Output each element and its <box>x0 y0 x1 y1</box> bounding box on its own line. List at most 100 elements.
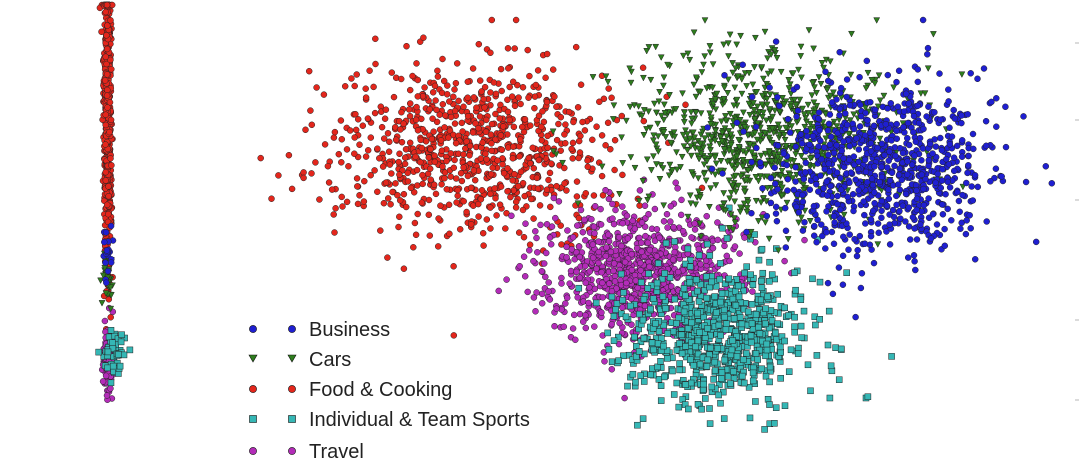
data-point-cars <box>738 76 746 83</box>
data-point-individual-team-sports <box>117 338 125 346</box>
data-point-business <box>926 140 934 148</box>
data-point-food-cooking <box>385 148 393 155</box>
data-point-food-cooking <box>506 116 513 124</box>
data-point-food-cooking <box>476 113 484 120</box>
series-business <box>100 222 117 286</box>
data-point-business <box>822 68 829 76</box>
data-point-business <box>830 240 838 248</box>
data-point-food-cooking <box>417 158 424 166</box>
data-point-individual-team-sports <box>678 331 685 339</box>
data-point-food-cooking <box>379 163 387 170</box>
data-point-food-cooking <box>469 129 477 136</box>
data-point-individual-team-sports <box>612 306 619 313</box>
data-point-food-cooking <box>414 182 421 189</box>
data-point-individual-team-sports <box>654 363 661 371</box>
data-point-individual-team-sports <box>634 421 641 429</box>
data-point-business <box>905 100 912 107</box>
data-point-business <box>867 98 874 106</box>
data-point-food-cooking <box>547 203 554 211</box>
data-point-individual-team-sports <box>762 372 770 380</box>
data-point-food-cooking <box>517 168 525 176</box>
data-point-cars <box>649 153 657 160</box>
data-point-food-cooking <box>547 160 555 167</box>
data-point-travel <box>532 228 539 235</box>
data-point-business <box>888 169 896 177</box>
data-point-travel <box>621 258 629 266</box>
data-point-cars <box>873 17 881 24</box>
data-point-food-cooking <box>487 89 494 96</box>
data-point-business <box>822 245 829 252</box>
data-point-business <box>850 125 858 133</box>
data-point-business <box>917 221 924 228</box>
data-point-food-cooking <box>447 173 454 180</box>
data-point-individual-team-sports <box>664 330 672 337</box>
data-point-business <box>931 109 938 116</box>
data-point-individual-team-sports <box>662 239 670 247</box>
data-point-business <box>852 176 859 183</box>
data-point-food-cooking <box>377 227 384 234</box>
data-point-cars <box>700 61 707 69</box>
data-point-travel <box>533 234 540 242</box>
data-point-food-cooking <box>331 128 339 136</box>
data-point-food-cooking <box>398 138 406 146</box>
data-point-food-cooking <box>101 77 109 84</box>
data-point-cars <box>798 74 805 82</box>
data-point-food-cooking <box>596 98 603 106</box>
data-point-business <box>721 72 728 79</box>
data-point-cars <box>761 28 769 36</box>
data-point-business <box>893 201 900 209</box>
data-point-food-cooking <box>386 161 394 168</box>
data-point-food-cooking <box>464 172 472 180</box>
data-point-business <box>748 158 755 166</box>
data-point-individual-team-sports <box>706 405 713 412</box>
data-point-food-cooking <box>543 50 551 58</box>
data-point-business <box>899 202 907 210</box>
data-point-food-cooking <box>475 124 482 132</box>
data-point-travel <box>577 206 585 214</box>
data-point-travel <box>595 248 602 256</box>
data-point-food-cooking <box>328 186 336 193</box>
data-point-cars <box>627 154 635 161</box>
data-point-travel <box>624 235 632 242</box>
data-point-food-cooking <box>371 109 379 117</box>
data-point-food-cooking <box>418 199 426 206</box>
data-point-business <box>946 184 954 191</box>
data-point-individual-team-sports <box>843 269 850 276</box>
data-point-individual-team-sports <box>791 328 798 336</box>
data-point-business <box>816 126 823 134</box>
data-point-business <box>902 90 910 98</box>
data-point-business <box>824 77 832 85</box>
data-point-cars <box>690 29 698 37</box>
data-point-business <box>799 227 807 234</box>
data-point-food-cooking <box>335 150 343 158</box>
data-point-travel <box>644 239 652 247</box>
data-point-individual-team-sports <box>864 393 872 400</box>
data-point-cars <box>864 69 872 77</box>
data-point-cars <box>761 219 769 226</box>
data-point-cars <box>687 152 695 160</box>
data-point-cars <box>680 119 688 126</box>
data-point-business <box>834 200 841 208</box>
data-point-food-cooking <box>409 72 416 80</box>
data-point-travel <box>589 241 597 248</box>
data-point-individual-team-sports <box>732 288 739 295</box>
data-point-business <box>802 159 810 167</box>
data-point-food-cooking <box>98 28 105 36</box>
data-point-travel <box>564 227 571 234</box>
data-point-food-cooking <box>386 138 393 146</box>
data-point-food-cooking <box>108 65 115 73</box>
data-point-food-cooking <box>544 144 551 152</box>
data-point-food-cooking <box>491 185 498 192</box>
data-point-business <box>767 174 775 182</box>
data-point-food-cooking <box>107 116 115 124</box>
data-point-business <box>969 197 977 204</box>
data-point-business <box>101 238 108 246</box>
data-point-business <box>920 201 928 209</box>
data-point-food-cooking <box>356 141 363 148</box>
data-point-business <box>937 116 944 124</box>
data-point-business <box>974 183 982 191</box>
data-point-travel <box>605 280 613 287</box>
data-point-business <box>933 221 941 228</box>
data-point-business <box>831 219 838 226</box>
data-point-food-cooking <box>406 112 414 120</box>
